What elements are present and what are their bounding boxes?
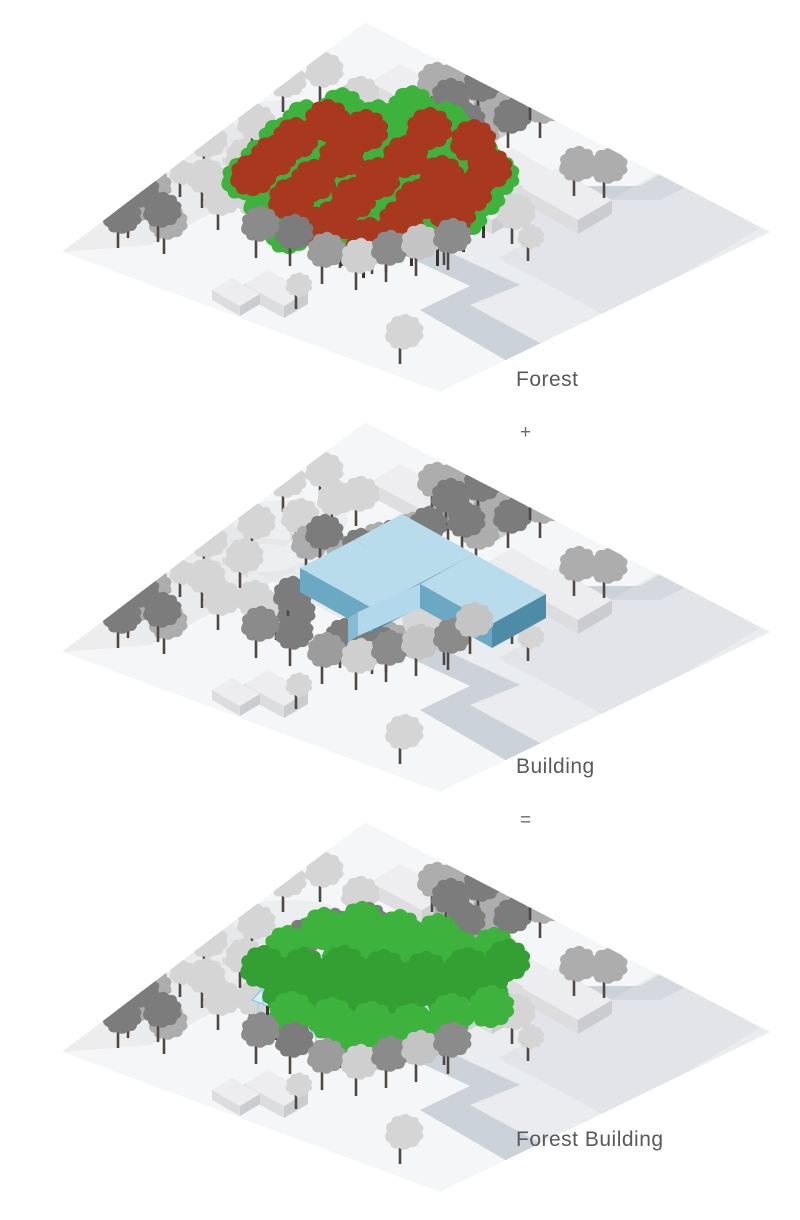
wing-d-top: [358, 584, 420, 636]
site-plate-forest-building: [62, 822, 770, 1192]
wing-d-face: [348, 584, 420, 642]
panel-forest-building: [0, 800, 800, 1200]
panel-title-forest: Forest: [516, 368, 579, 391]
operator-equals: =: [520, 810, 532, 831]
panel-title-forest-building: Forest Building: [516, 1128, 664, 1151]
site-plate-forest: [62, 22, 770, 392]
foreground-context-trees: [241, 1011, 472, 1096]
wing-d-left: [348, 612, 358, 642]
wing-b-top: [354, 514, 474, 580]
wing-c-right: [492, 594, 546, 648]
wing-c-top: [420, 554, 546, 624]
foreground-context-trees: [241, 601, 494, 690]
wing-a-top: [300, 540, 426, 608]
foreground-context-trees: [241, 205, 472, 290]
panel-forest: [0, 0, 800, 400]
site-plate-building: [62, 422, 770, 792]
panel-building: [0, 400, 800, 800]
operator-plus: +: [520, 422, 532, 443]
panel-title-building: Building: [516, 755, 595, 778]
